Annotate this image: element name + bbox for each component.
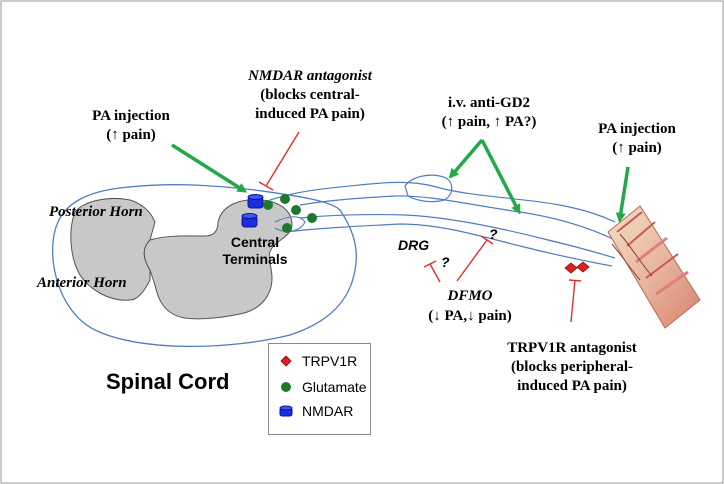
pa-injection-left-line1: PA injection xyxy=(92,108,170,124)
legend-item-glutamate: Glutamate xyxy=(279,378,367,396)
arrow-anti-gd2-to-nerve xyxy=(480,139,521,215)
nerve-fiber-2 xyxy=(299,195,616,241)
annotation-anti-gd2: i.v. anti-GD2 (↑ pain, ↑ PA?) xyxy=(420,94,558,132)
nmdar-antagonist-line1: NMDAR antagonist xyxy=(248,68,372,84)
annotation-pa-injection-left: PA injection (↑ pain) xyxy=(71,107,191,145)
annotation-trpv1r-antagonist: TRPV1R antagonist (blocks peripheral- in… xyxy=(482,339,662,396)
label-spinal-cord: Spinal Cord xyxy=(106,369,230,394)
anti-gd2-line1: i.v. anti-GD2 xyxy=(447,95,531,111)
nerve-fiber-3 xyxy=(299,214,616,259)
trpv1r-receptor xyxy=(564,262,578,274)
dfmo-line2: (↓ PA,↓ pain) xyxy=(428,308,512,324)
label-drg: DRG xyxy=(398,237,430,253)
annotation-dfmo: DFMO (↓ PA,↓ pain) xyxy=(405,286,535,326)
skin-tissue-illustration xyxy=(607,205,701,329)
gray-matter-posterior-horn xyxy=(70,198,156,301)
gray-matter-central-region xyxy=(143,199,293,320)
nmdar-antagonist-line2: (blocks central- xyxy=(260,87,360,103)
label-central-terminals-line1: Central xyxy=(230,234,280,250)
annotation-nmdar-antagonist: NMDAR antagonist (blocks central- induce… xyxy=(230,67,390,124)
nerve-fiber-lower xyxy=(284,223,613,267)
legend-item-trpv1r: TRPV1R xyxy=(279,352,357,370)
label-question-nerve: ? xyxy=(489,226,498,242)
glutamate-dot xyxy=(263,200,273,210)
drg-ganglion xyxy=(404,174,453,203)
anti-gd2-line2: (↑ pain, ↑ PA?) xyxy=(441,114,537,130)
legend-label-trpv1r: TRPV1R xyxy=(302,353,358,369)
label-anterior-horn: Anterior Horn xyxy=(37,275,127,291)
trpv1r-antagonist-line2: (blocks peripheral- xyxy=(510,359,634,375)
arrow-pa-injection-right xyxy=(615,166,630,223)
glutamate-dot xyxy=(282,223,292,233)
arrow-anti-gd2-to-drg xyxy=(448,138,484,179)
glutamate-dot xyxy=(291,205,301,215)
red-diamond-icon xyxy=(280,355,292,367)
trpv1r-receptor xyxy=(576,261,590,273)
legend-box: TRPV1R Glutamate NMDAR xyxy=(268,343,371,435)
legend-label-nmdar: NMDAR xyxy=(302,403,354,419)
glutamate-dot xyxy=(307,213,317,223)
label-central-terminals: Central Terminals xyxy=(222,234,288,268)
legend-item-nmdar: NMDAR xyxy=(279,402,353,420)
trpv1r-antagonist-line1: TRPV1R antagonist xyxy=(507,340,637,356)
legend-label-glutamate: Glutamate xyxy=(302,379,367,395)
nmdar-antagonist-line3: induced PA pain) xyxy=(255,106,365,122)
inhibit-dfmo-to-drg xyxy=(423,260,441,283)
label-question-drg: ? xyxy=(441,254,450,270)
arrow-pa-injection-left xyxy=(171,143,248,193)
inhibit-nmdar-antagonist xyxy=(258,131,300,191)
annotation-pa-injection-right: PA injection (↑ pain) xyxy=(578,120,696,158)
nmdar-receptor xyxy=(247,194,264,209)
dfmo-line1: DFMO xyxy=(447,288,493,304)
glutamate-dot xyxy=(280,194,290,204)
pa-injection-right-line1: PA injection xyxy=(598,121,676,137)
green-dot-icon xyxy=(281,382,291,392)
pa-injection-left-line2: (↑ pain) xyxy=(106,127,156,143)
pa-injection-right-line2: (↑ pain) xyxy=(612,140,662,156)
label-central-terminals-line2: Terminals xyxy=(222,251,288,267)
nerve-fiber-upper xyxy=(269,181,616,223)
spinal-cord-outline xyxy=(52,184,357,348)
trpv1r-antagonist-line3: induced PA pain) xyxy=(517,378,627,394)
inhibit-trpv1r-antagonist xyxy=(568,279,582,323)
inhibit-dfmo-to-nerve xyxy=(456,235,494,282)
blue-cylinder-icon xyxy=(279,405,293,417)
label-posterior-horn: Posterior Horn xyxy=(49,204,143,220)
nmdar-receptor xyxy=(241,213,258,228)
